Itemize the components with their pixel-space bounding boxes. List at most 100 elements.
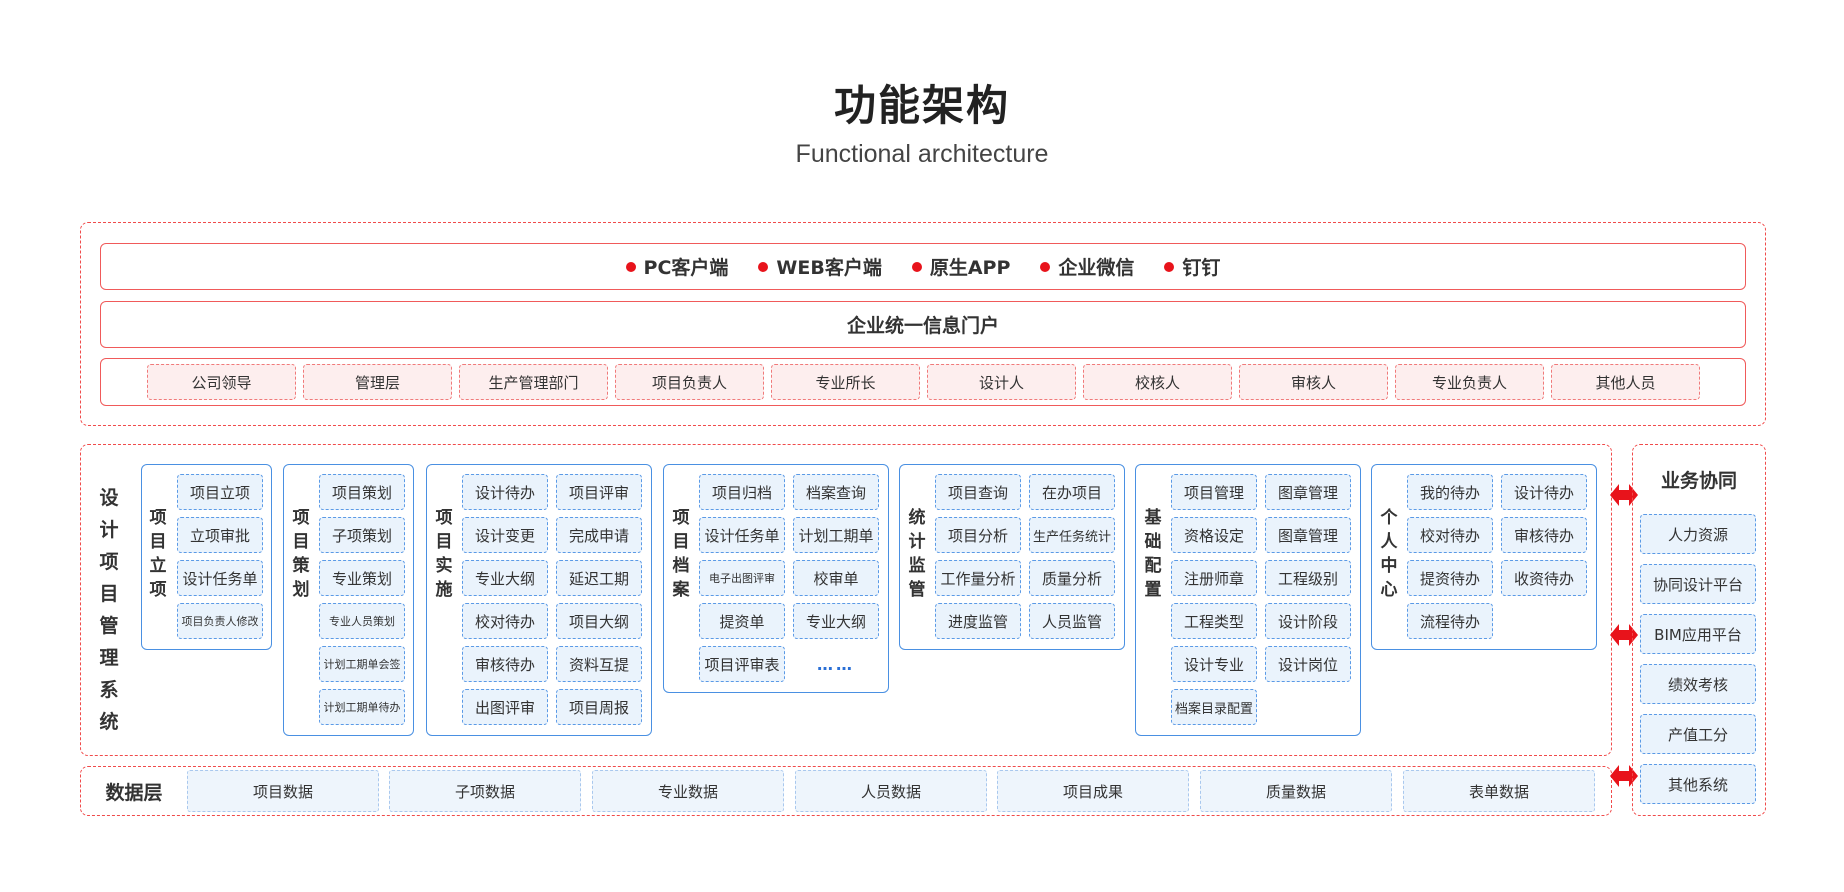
module-item[interactable]: 立项审批 <box>177 517 263 553</box>
module-label: 项目策划 <box>292 508 310 600</box>
module-item[interactable]: 流程待办 <box>1407 603 1493 639</box>
collaboration-item[interactable]: 绩效考核 <box>1640 664 1756 704</box>
module-label: 项目立项 <box>149 508 167 600</box>
module-item[interactable]: 计划工期单会签 <box>319 646 405 682</box>
module-item[interactable]: 提资单 <box>699 603 785 639</box>
double-arrow-icon <box>1610 622 1638 648</box>
bullet-icon <box>758 261 769 272</box>
module-label: 统计监管 <box>908 508 926 600</box>
module-item[interactable]: 项目立项 <box>177 474 263 510</box>
module-item[interactable]: 专业大纲 <box>462 560 548 596</box>
module-item[interactable]: 校对待办 <box>462 603 548 639</box>
module-item[interactable]: 子项策划 <box>319 517 405 553</box>
module-item[interactable]: 审核待办 <box>1501 517 1587 553</box>
module-item[interactable]: 专业策划 <box>319 560 405 596</box>
module-item[interactable]: 校审单 <box>793 560 879 596</box>
module-item[interactable]: 图章管理 <box>1265 474 1351 510</box>
module-item[interactable]: 项目分析 <box>935 517 1021 553</box>
module-item[interactable]: 设计任务单 <box>177 560 263 596</box>
bullet-icon <box>911 261 922 272</box>
module-item[interactable]: 工作量分析 <box>935 560 1021 596</box>
client-pc: PC客户端 <box>625 253 728 280</box>
module-item[interactable]: 专业人员策划 <box>319 603 405 639</box>
module-item[interactable]: 项目周报 <box>556 689 642 725</box>
collaboration-item[interactable]: 产值工分 <box>1640 714 1756 754</box>
module-label: 项目实施 <box>435 508 453 600</box>
role-item: 管理层 <box>303 364 452 400</box>
module-item[interactable]: 收资待办 <box>1501 560 1587 596</box>
data-item: 质量数据 <box>1200 770 1392 812</box>
module-item[interactable]: 项目管理 <box>1171 474 1257 510</box>
module-item[interactable]: 完成申请 <box>556 517 642 553</box>
collaboration-item[interactable]: BIM应用平台 <box>1640 614 1756 654</box>
module-item[interactable]: 计划工期单待办 <box>319 689 405 725</box>
module-item[interactable]: 电子出图评审 <box>699 560 785 596</box>
module-item[interactable]: 质量分析 <box>1029 560 1115 596</box>
bullet-icon <box>1040 261 1051 272</box>
module-item[interactable]: 设计待办 <box>462 474 548 510</box>
module-item[interactable]: 项目评审表 <box>699 646 785 682</box>
module-label: 项目档案 <box>672 508 690 600</box>
client-web: WEB客户端 <box>758 253 882 280</box>
role-item: 项目负责人 <box>615 364 764 400</box>
data-item: 人员数据 <box>795 770 987 812</box>
client-row: PC客户端 WEB客户端 原生APP 企业微信 钉钉 <box>100 243 1746 290</box>
module-item[interactable]: 设计岗位 <box>1265 646 1351 682</box>
data-layer-label: 数据层 <box>105 781 163 804</box>
module-item[interactable]: 人员监管 <box>1029 603 1115 639</box>
module-item[interactable]: 图章管理 <box>1265 517 1351 553</box>
module-item[interactable]: 项目归档 <box>699 474 785 510</box>
module-item[interactable]: 出图评审 <box>462 689 548 725</box>
page-title: 功能架构 <box>833 81 1010 130</box>
client-wecom: 企业微信 <box>1040 253 1134 280</box>
module-item[interactable]: 生产任务统计 <box>1029 517 1115 553</box>
module-item[interactable]: 项目评审 <box>556 474 642 510</box>
module-item[interactable]: 提资待办 <box>1407 560 1493 596</box>
module-item[interactable]: 档案目录配置 <box>1171 689 1257 725</box>
data-layer-frame <box>80 766 1612 816</box>
role-item: 审核人 <box>1239 364 1388 400</box>
data-item: 子项数据 <box>389 770 581 812</box>
access-layer-frame <box>80 222 1766 426</box>
module-item[interactable]: 项目大纲 <box>556 603 642 639</box>
module-item[interactable]: 进度监管 <box>935 603 1021 639</box>
double-arrow-icon <box>1610 482 1638 508</box>
double-arrow-icon <box>1610 763 1638 789</box>
module-item[interactable]: 资格设定 <box>1171 517 1257 553</box>
role-item: 生产管理部门 <box>459 364 608 400</box>
module-item[interactable]: 项目策划 <box>319 474 405 510</box>
module-item[interactable]: 计划工期单 <box>793 517 879 553</box>
module-item[interactable]: 资料互提 <box>556 646 642 682</box>
role-item: 公司领导 <box>147 364 296 400</box>
role-item: 校核人 <box>1083 364 1232 400</box>
more-ellipsis: …… <box>817 654 855 674</box>
module-item[interactable]: 我的待办 <box>1407 474 1493 510</box>
module-item[interactable]: 设计变更 <box>462 517 548 553</box>
bullet-icon <box>625 261 636 272</box>
role-item: 专业所长 <box>771 364 920 400</box>
system-frame <box>80 444 1612 756</box>
module-item[interactable]: 工程类型 <box>1171 603 1257 639</box>
data-item: 项目成果 <box>997 770 1189 812</box>
module-item[interactable]: 工程级别 <box>1265 560 1351 596</box>
bullet-icon <box>1164 261 1175 272</box>
role-item: 设计人 <box>927 364 1076 400</box>
portal-bar: 企业统一信息门户 <box>100 301 1746 348</box>
collaboration-item[interactable]: 协同设计平台 <box>1640 564 1756 604</box>
module-item[interactable]: 审核待办 <box>462 646 548 682</box>
module-item[interactable]: 设计阶段 <box>1265 603 1351 639</box>
module-item[interactable]: 专业大纲 <box>793 603 879 639</box>
module-item[interactable]: 设计专业 <box>1171 646 1257 682</box>
module-item[interactable]: 在办项目 <box>1029 474 1115 510</box>
collaboration-item[interactable]: 人力资源 <box>1640 514 1756 554</box>
module-item[interactable]: 档案查询 <box>793 474 879 510</box>
data-item: 项目数据 <box>187 770 379 812</box>
collaboration-item[interactable]: 其他系统 <box>1640 764 1756 804</box>
module-item[interactable]: 注册师章 <box>1171 560 1257 596</box>
module-item[interactable]: 延迟工期 <box>556 560 642 596</box>
module-item[interactable]: 设计待办 <box>1501 474 1587 510</box>
module-item[interactable]: 项目查询 <box>935 474 1021 510</box>
module-item[interactable]: 设计任务单 <box>699 517 785 553</box>
module-item[interactable]: 项目负责人修改 <box>177 603 263 639</box>
module-item[interactable]: 校对待办 <box>1407 517 1493 553</box>
